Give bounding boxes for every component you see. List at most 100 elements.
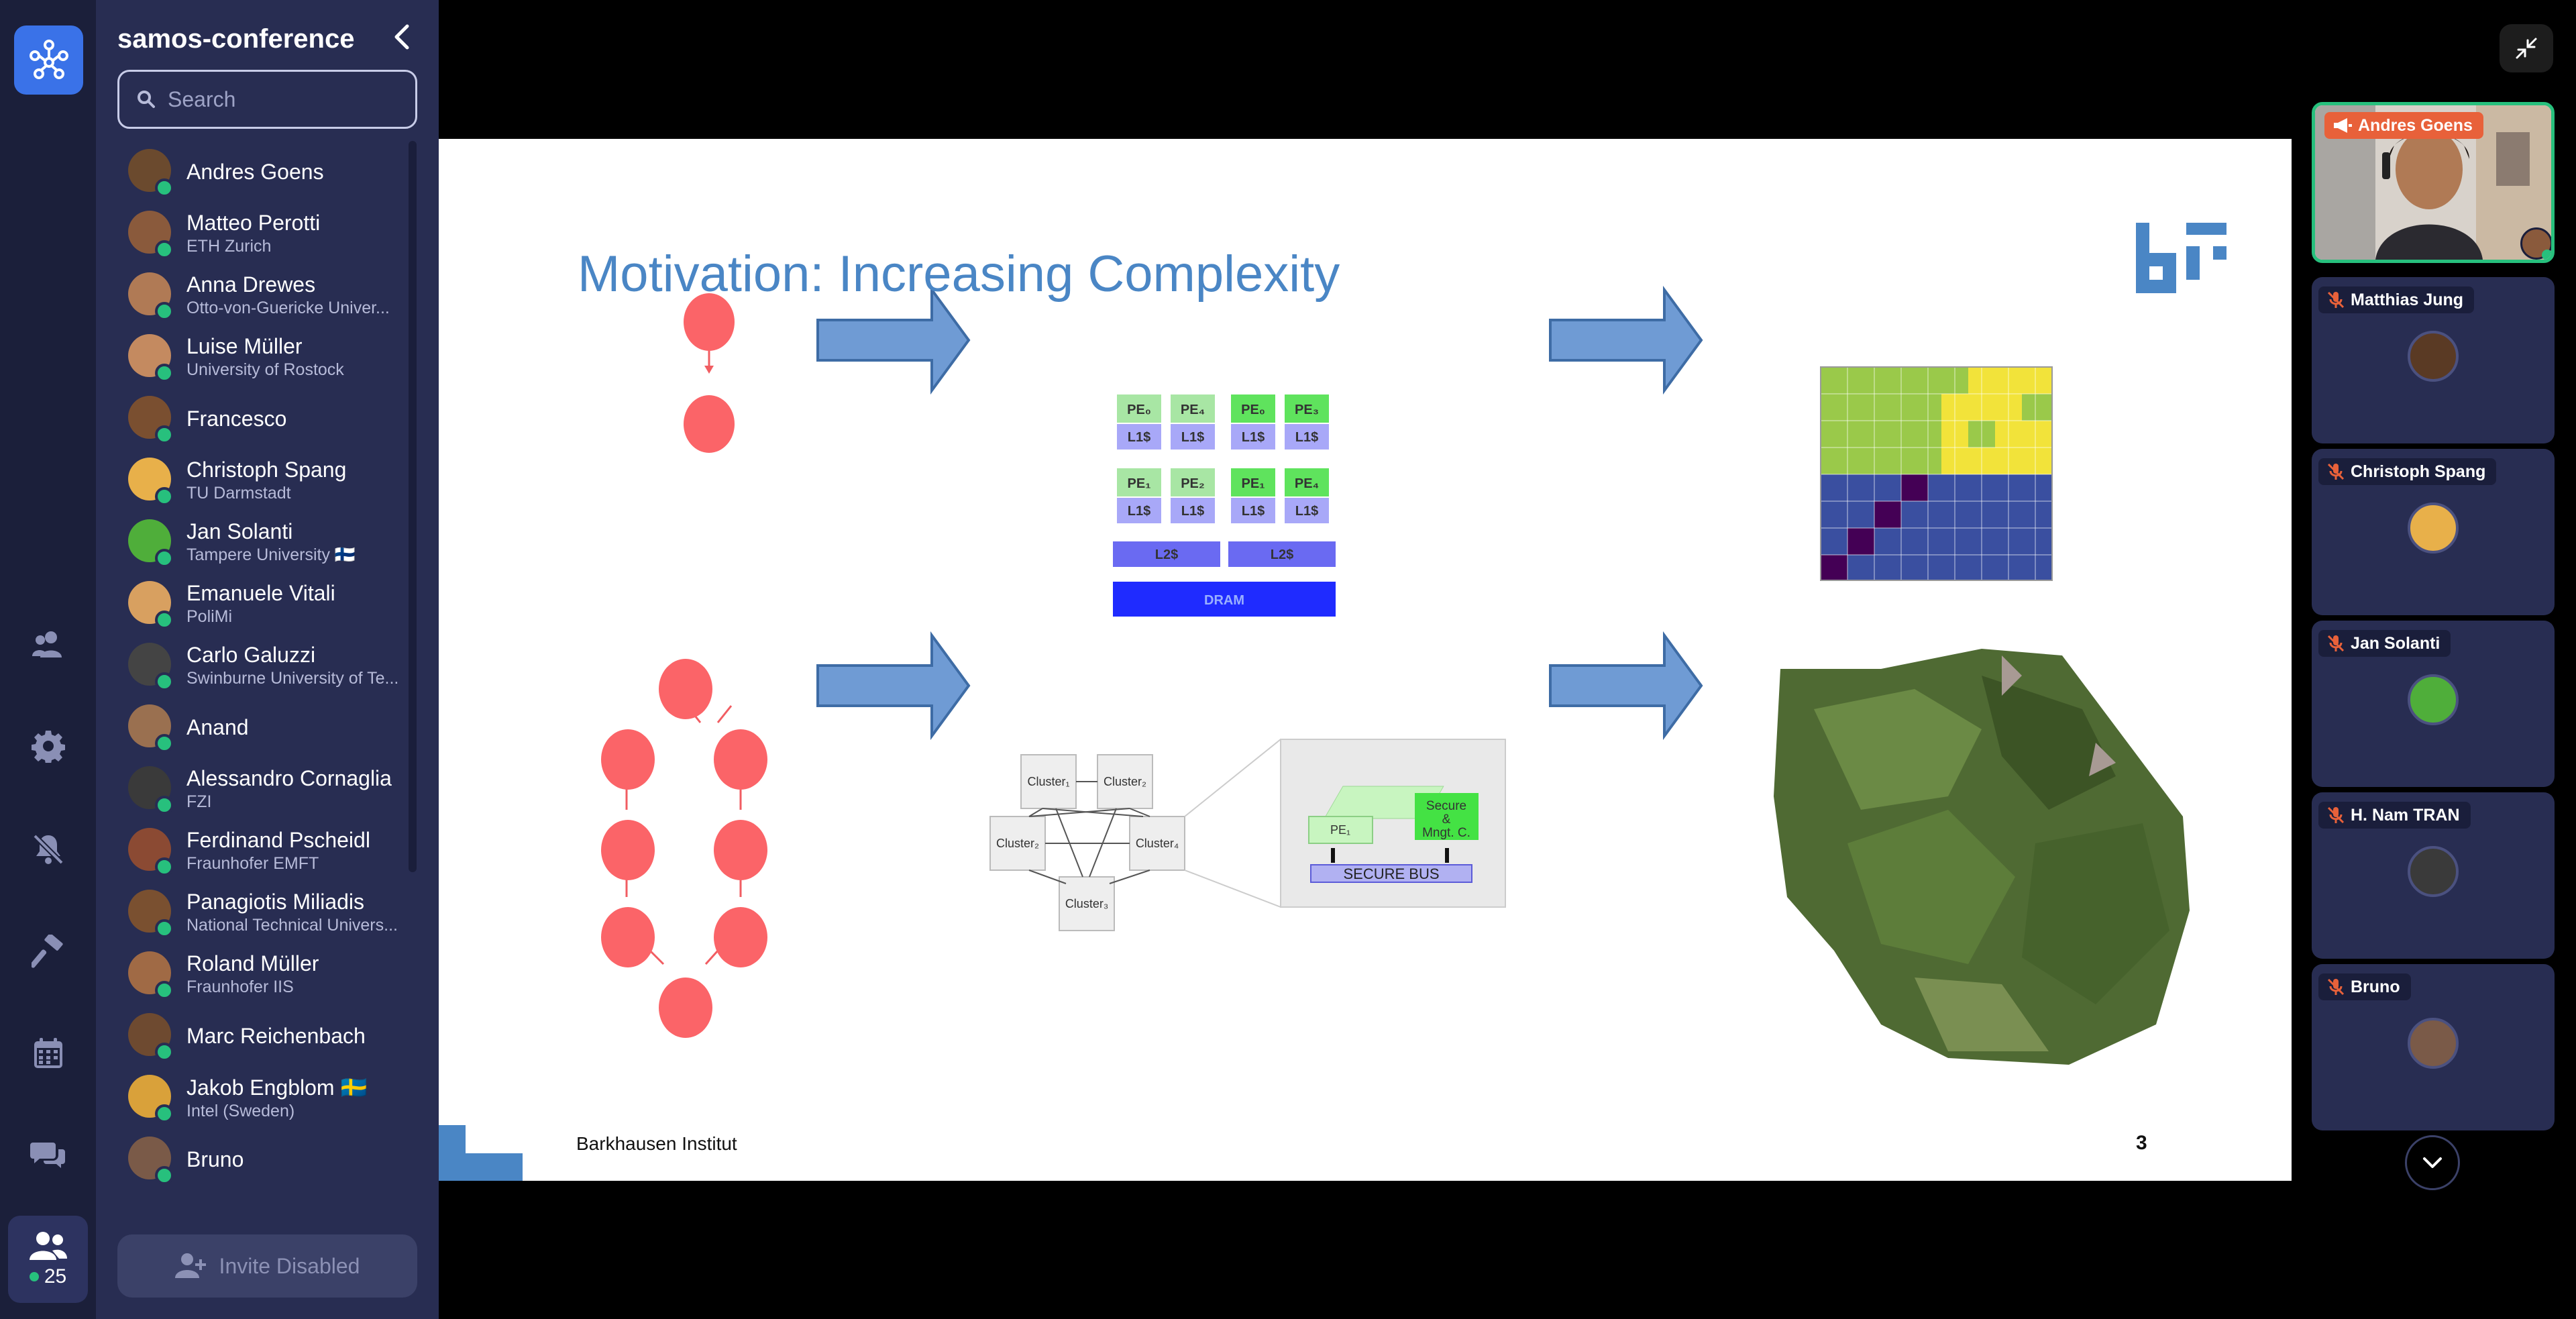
user-name: Alessandro Cornaglia [186,766,392,790]
user-name: Andres Goens [186,159,324,184]
online-status-dot [155,1043,174,1061]
chat-icon[interactable] [24,1131,72,1179]
svg-text:PE₄: PE₄ [1181,403,1205,417]
terrain-3d-image [1774,649,2190,1065]
svg-text:DRAM: DRAM [1204,593,1244,608]
user-organization: ETH Zurich [186,237,272,256]
user-name: Matteo Perotti [186,211,321,235]
user-list-item[interactable]: Marc Reichenbach [96,1005,405,1067]
user-organization: University of Rostock [186,360,344,379]
online-status-dot [155,487,174,506]
active-speaker-tile[interactable]: Andres Goens [2312,102,2555,263]
participant-avatar [2408,846,2459,897]
mic-muted-icon [2327,291,2345,309]
slide-title: Motivation: Increasing Complexity [578,246,1340,303]
contacts-icon[interactable] [24,620,72,668]
participant-tile[interactable]: Matthias Jung [2312,277,2555,443]
user-organization: Tampere University 🇫🇮 [186,545,356,564]
user-info: Jakob Engblom 🇸🇪Intel (Sweden) [186,1067,401,1128]
exit-fullscreen-button[interactable] [2500,24,2553,72]
participant-tile[interactable]: Christoph Spang [2312,449,2555,615]
svg-text:L1$: L1$ [1181,430,1204,445]
user-info: Bruno [186,1128,401,1190]
calendar-icon[interactable] [24,1029,72,1077]
mic-muted-icon [2327,978,2345,996]
user-organization: FZI [186,792,212,811]
search-input[interactable] [168,87,409,112]
user-organization: TU Darmstadt [186,484,291,503]
invite-button[interactable]: Invite Disabled [117,1234,417,1298]
user-info: Marc Reichenbach [186,1005,401,1067]
user-list-item[interactable]: Jakob Engblom 🇸🇪Intel (Sweden) [96,1067,405,1128]
user-name: Luise Müller [186,334,303,358]
notifications-off-icon[interactable] [24,825,72,874]
build-hammer-icon[interactable] [24,927,72,975]
user-organization: PoliMi [186,607,233,626]
online-status-dot [155,672,174,691]
user-name: Francesco [186,406,287,431]
participant-name-tag: Christoph Spang [2318,458,2497,485]
user-name: Marc Reichenbach [186,1023,366,1048]
online-status-dot [155,734,174,753]
people-icon [29,1232,67,1260]
participant-avatar [2408,1018,2459,1069]
participant-name: Christoph Spang [2351,462,2486,481]
online-status-dot [155,611,174,629]
online-status-dot [155,364,174,382]
online-status-dot [155,178,174,197]
user-name: Jakob Engblom 🇸🇪 [186,1075,368,1100]
settings-gear-icon[interactable] [24,722,72,770]
participant-tile[interactable]: Jan Solanti [2312,621,2555,787]
collapse-sidebar-button[interactable] [384,20,418,54]
app-logo-icon[interactable] [14,25,83,95]
add-user-icon [174,1253,206,1278]
online-status-dot [155,1104,174,1123]
svg-text:SECURE BUS: SECURE BUS [1343,865,1439,882]
svg-text:Secure: Secure [1426,799,1466,813]
user-list-item[interactable]: Andres Goens [96,141,405,203]
user-name: Panagiotis Miliadis [186,890,365,914]
online-count-value: 25 [44,1265,67,1287]
svg-text:Mngt. C.: Mngt. C. [1422,826,1470,840]
mic-muted-icon [2327,635,2345,652]
scroll-participants-down-button[interactable] [2405,1135,2460,1190]
svg-text:PE₀: PE₀ [1241,403,1265,417]
online-status-dot [155,981,174,1000]
minimize-icon [2516,38,2537,59]
user-list-scrollbar[interactable] [409,141,417,872]
online-count: 25 [29,1265,67,1288]
svg-text:PE₁: PE₁ [1242,476,1265,491]
svg-text:Cluster₄: Cluster₄ [1136,837,1179,850]
svg-text:L2$: L2$ [1271,547,1293,562]
svg-text:Cluster₂: Cluster₂ [1104,775,1146,788]
user-list-item[interactable]: Bruno [96,1128,405,1190]
participant-tile[interactable]: Bruno [2312,964,2555,1130]
participants-button[interactable]: 25 [8,1216,88,1303]
participant-tile[interactable]: H. Nam TRAN [2312,792,2555,959]
svg-text:L1$: L1$ [1295,504,1318,519]
user-organization: National Technical Univers... [186,916,398,935]
navigation-rail: 25 [0,0,96,1319]
svg-text:PE₁: PE₁ [1128,476,1151,491]
user-list-item[interactable]: Francesco [96,388,405,450]
online-status-dot [155,1166,174,1185]
user-list-item[interactable]: Anand [96,696,405,758]
participant-name: Bruno [2351,977,2400,996]
slide-corner-decoration [439,1125,523,1181]
participant-name-tag: Matthias Jung [2318,286,2475,313]
